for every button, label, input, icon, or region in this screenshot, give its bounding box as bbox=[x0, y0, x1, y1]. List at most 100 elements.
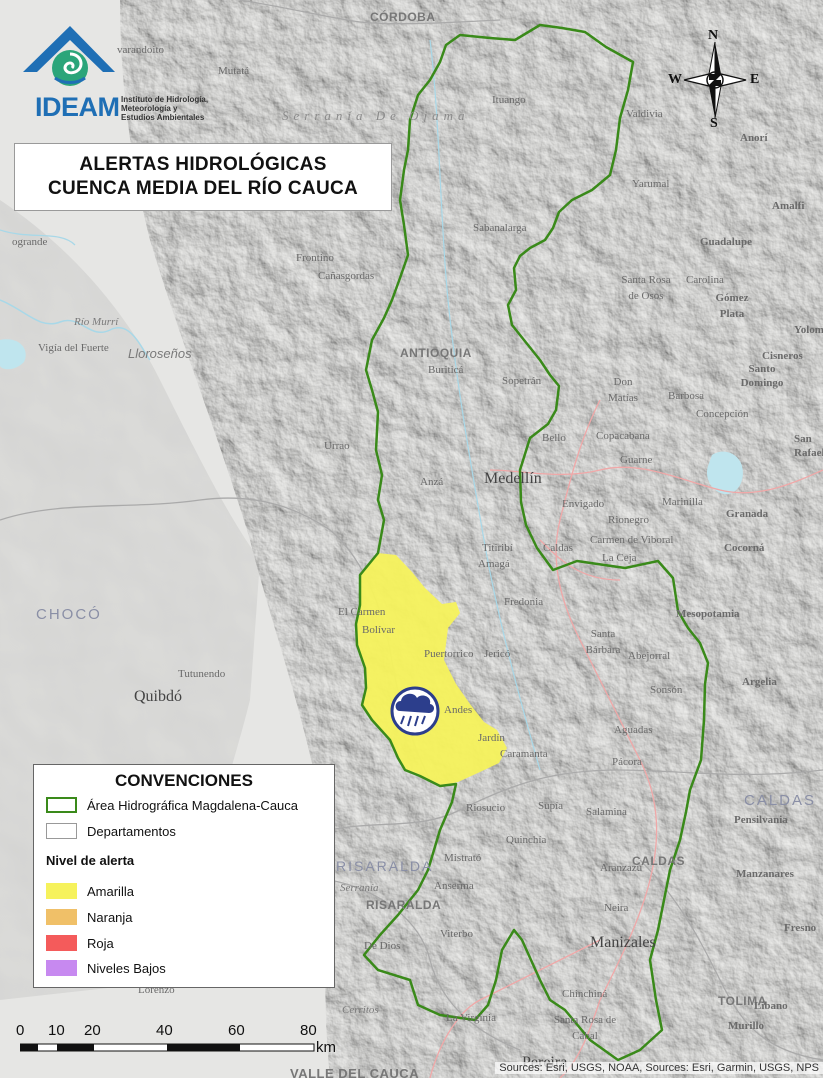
label-la-ceja: La Ceja bbox=[602, 552, 637, 564]
label-andes: Andes bbox=[444, 704, 473, 716]
label-tolima: TOLIMA bbox=[718, 994, 767, 1008]
north-relief bbox=[150, 0, 330, 140]
label-anserma: Anserma bbox=[434, 880, 474, 892]
label-ituango: Ituango bbox=[492, 94, 526, 106]
map-title: ALERTAS HIDROLÓGICAS CUENCA MEDIA DEL RÍ… bbox=[14, 143, 392, 211]
basin-outline[interactable] bbox=[354, 23, 710, 1062]
legend-label-roja: Roja bbox=[87, 935, 114, 951]
attribution: Sources: Esri, USGS, NOAA, Sources: Esri… bbox=[495, 1062, 823, 1074]
label-pensilvania: Pensilvania bbox=[734, 814, 788, 826]
scale-tick-40: 40 bbox=[156, 1022, 173, 1039]
label-caldas-label: CALDAS bbox=[632, 854, 685, 868]
scale-unit: km bbox=[316, 1039, 336, 1056]
rain-cloud-icon[interactable] bbox=[390, 686, 440, 736]
label-argelia: Argelia bbox=[742, 676, 777, 688]
label-lerida: Líbano bbox=[754, 1000, 788, 1012]
label-cordoba: CÓRDOBA bbox=[370, 10, 436, 24]
road-ceja bbox=[539, 539, 621, 581]
scale-tick-10: 10 bbox=[48, 1022, 65, 1039]
label-yarumal: Yarumal bbox=[632, 178, 670, 190]
map-legend: CONVENCIONES Área Hidrográfica Magdalena… bbox=[33, 764, 335, 988]
scale-tick-20: 20 bbox=[84, 1022, 101, 1039]
legend-label-bajos: Niveles Bajos bbox=[87, 960, 166, 976]
label-varandoito: varandoito bbox=[117, 44, 165, 56]
legend-departments-swatch bbox=[46, 823, 77, 839]
label-sonson: Sonsón bbox=[650, 684, 683, 696]
legend-alert-heading: Nivel de alerta bbox=[46, 853, 135, 868]
legend-basin-label: Área Hidrográfica Magdalena-Cauca bbox=[87, 797, 299, 813]
label-santa-barbara: Santa Bárbara bbox=[585, 628, 621, 656]
label-cisneros: Cisneros bbox=[762, 350, 803, 362]
label-carmen: Carmen de Viboral bbox=[590, 534, 674, 546]
river-cauca bbox=[429, 39, 541, 771]
label-choco: CHOCÓ bbox=[36, 606, 102, 623]
label-quinchia: Quinchía bbox=[506, 834, 547, 846]
label-urrao: Urrao bbox=[324, 440, 350, 452]
label-aranzazu: Aranzazu bbox=[600, 862, 643, 874]
label-copacabana: Copacabana bbox=[596, 430, 650, 442]
label-rio-murri: Río Murrí bbox=[74, 316, 119, 328]
label-mesopotamia: Mesopotamia bbox=[676, 608, 740, 620]
label-sabanalarga: Sabanalarga bbox=[473, 222, 527, 234]
label-quibdo: Quibdó bbox=[134, 688, 182, 705]
boundary-tolima bbox=[639, 859, 823, 1061]
label-granada: Granada bbox=[726, 508, 769, 520]
legend-swatch-roja bbox=[46, 935, 77, 951]
label-tutunendo: Tutunendo bbox=[178, 668, 226, 680]
scale-bar-graphic bbox=[20, 1043, 315, 1052]
scale-tick-80: 80 bbox=[300, 1022, 317, 1039]
label-amalfi: Amalfi bbox=[772, 200, 805, 212]
legend-basin-row: Área Hidrográfica Magdalena-Cauca bbox=[46, 797, 298, 813]
label-puertorrico: Puertorrico bbox=[424, 648, 474, 660]
label-pavarandogrande: ogrande bbox=[12, 236, 48, 248]
label-serrania: Serranía De Ojama bbox=[282, 108, 470, 123]
label-santa-rosa: Santa Rosa de Osos bbox=[621, 274, 671, 302]
label-valdivia: Valdivia bbox=[626, 108, 663, 120]
legend-label-amarilla: Amarilla bbox=[87, 883, 134, 899]
scale-tick-60: 60 bbox=[228, 1022, 245, 1039]
label-rionegro: Rionegro bbox=[608, 514, 649, 526]
label-el-carmen: El Carmen bbox=[338, 606, 386, 618]
org-desc-line-3: Estudios Ambientales bbox=[121, 113, 205, 122]
label-chinchina: Chinchiná bbox=[562, 988, 608, 1000]
legend-level-amarilla: Amarilla bbox=[46, 883, 134, 899]
org-desc-line-2: Meteorología y bbox=[121, 104, 178, 113]
label-sopetran: Sopetrán bbox=[502, 375, 542, 387]
mountain-relief bbox=[120, 0, 823, 1078]
label-carolina: Carolina bbox=[686, 274, 724, 286]
boundary-risaralda bbox=[329, 879, 521, 1051]
label-cerritos: Cerritos bbox=[342, 1004, 379, 1016]
label-santa-rosa-cabal: Santa Rosa de Cabal bbox=[553, 1014, 617, 1042]
label-manizales: Manizales bbox=[590, 934, 656, 951]
title-line-1: ALERTAS HIDROLÓGICAS bbox=[79, 154, 327, 175]
alert-area-yellow[interactable] bbox=[356, 553, 507, 786]
ideam-logo: IDEAM Instituto de Hidrología, Meteorolo… bbox=[15, 20, 255, 130]
label-viterbo: Viterbo bbox=[440, 928, 473, 940]
label-guarne: Guarne bbox=[620, 454, 653, 466]
legend-swatch-naranja bbox=[46, 909, 77, 925]
legend-swatch-amarilla bbox=[46, 883, 77, 899]
legend-title: CONVENCIONES bbox=[115, 771, 253, 790]
label-don-matias: Don Matías bbox=[608, 376, 638, 404]
boundary-caldas-north bbox=[329, 769, 823, 831]
scale-tick-0: 0 bbox=[16, 1022, 25, 1039]
org-name: IDEAM bbox=[35, 92, 120, 122]
legend-swatch-bajos bbox=[46, 960, 77, 976]
label-vigia: Vigía del Fuerte bbox=[38, 342, 109, 354]
label-anza: Anzá bbox=[420, 476, 444, 488]
org-desc-line-1: Instituto de Hidrología, bbox=[121, 95, 209, 104]
road-manizales bbox=[429, 939, 601, 1078]
label-mutata: Mutatá bbox=[218, 65, 250, 77]
label-concepcion: Concepción bbox=[696, 408, 749, 420]
legend-basin-swatch bbox=[46, 797, 77, 813]
legend-departments-label: Departamentos bbox=[87, 823, 176, 839]
label-jerico: Jericó bbox=[484, 648, 511, 660]
label-manzanares: Manzanares bbox=[736, 868, 794, 880]
legend-level-naranja: Naranja bbox=[46, 909, 133, 925]
label-risaralda-region: RISARALDA bbox=[336, 858, 434, 874]
legend-level-roja: Roja bbox=[46, 935, 114, 951]
label-caldas-dept: CALDAS bbox=[744, 792, 817, 809]
river-murri bbox=[0, 299, 151, 361]
org-description: Instituto de Hidrología, Meteorología y … bbox=[121, 95, 208, 122]
